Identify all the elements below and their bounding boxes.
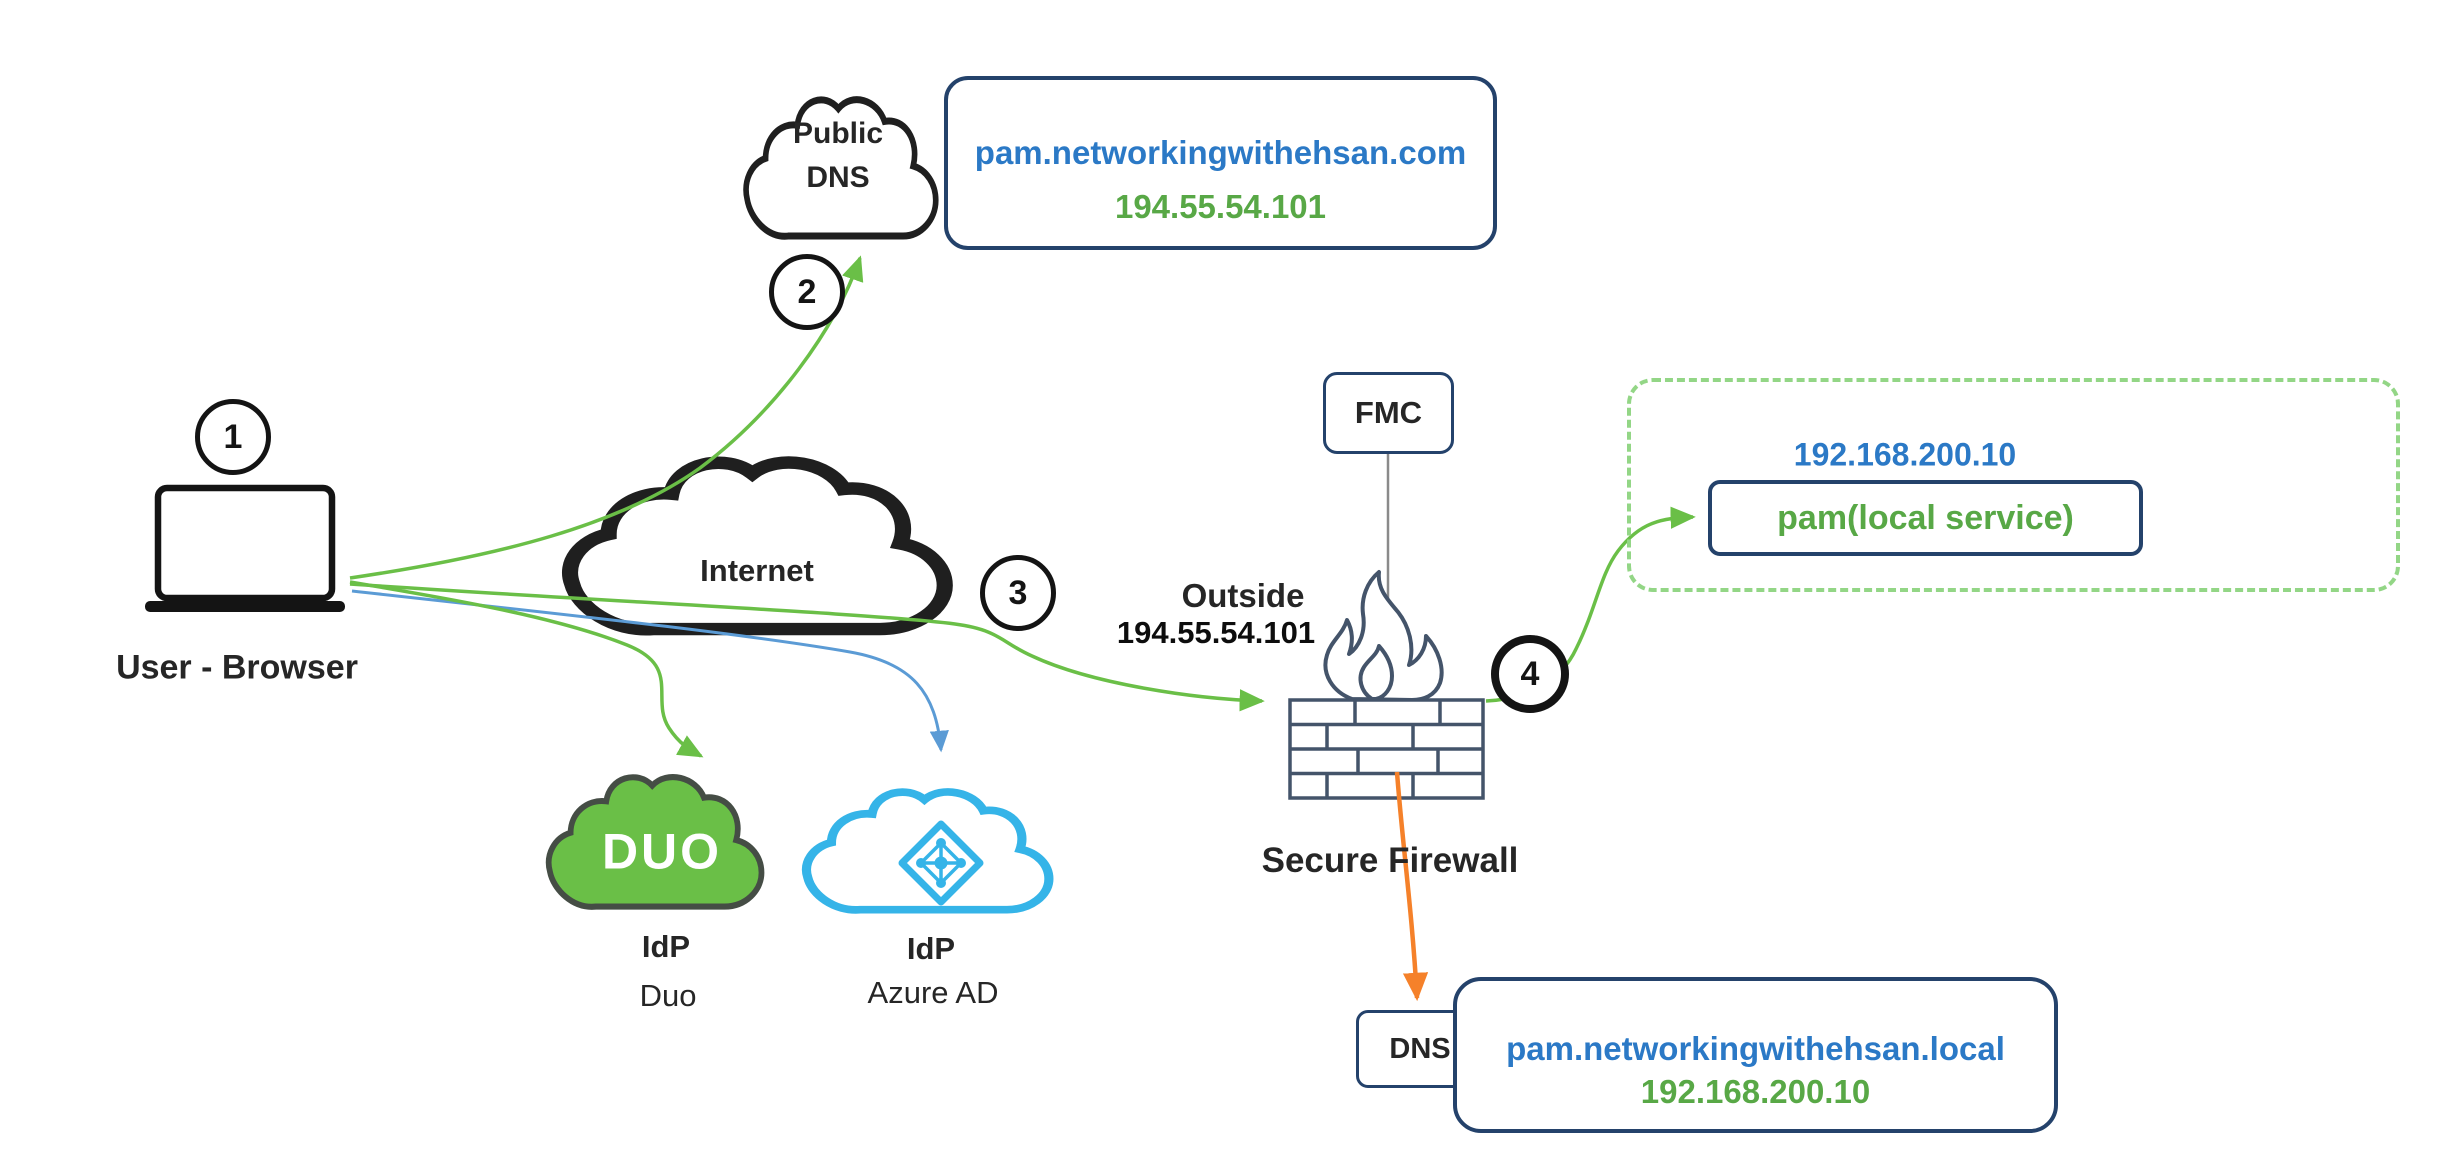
pam-service-box: pam(local service) — [1708, 480, 2143, 556]
step-number: 1 — [223, 417, 243, 456]
public-ip-text: 194.55.54.101 — [1114, 188, 1327, 225]
public-dns-label-line1: Public — [792, 117, 884, 150]
fmc-label: FMC — [1354, 395, 1423, 430]
public-dns-label-line2: DNS — [806, 161, 870, 194]
azure-name-label: Azure AD — [867, 975, 999, 1011]
dns-server-label: DNS — [1389, 1032, 1451, 1065]
firewall-brick-icon — [1288, 698, 1485, 800]
internal-domain-text: pam.networkingwithehsan.local — [1506, 1030, 2005, 1067]
arrow-firewall-to-dns — [1394, 771, 1429, 1002]
step-circle-4: 4 — [1491, 635, 1569, 713]
fmc-box: FMC — [1323, 372, 1454, 454]
public-dns-cloud-label: Public DNS — [793, 112, 883, 200]
internet-label: Internet — [700, 553, 814, 589]
secure-firewall-label: Secure Firewall — [1261, 840, 1519, 880]
azure-role-label: IdP — [906, 931, 956, 967]
arrow-user-to-duo — [349, 580, 704, 758]
public-domain-text: pam.networkingwithehsan.com — [974, 134, 1467, 171]
flame-icon — [1323, 570, 1444, 702]
step-circle-3: 3 — [980, 555, 1056, 631]
duo-role-label: IdP — [641, 929, 691, 965]
arrow-user-to-public-dns — [349, 255, 864, 580]
outside-interface-ip: 194.55.54.101 — [1116, 615, 1316, 651]
public-dns-record-box: pam.networkingwithehsan.com 194.55.54.10… — [944, 76, 1497, 250]
duo-name-label: Duo — [639, 978, 697, 1014]
step-number: 4 — [1520, 654, 1540, 693]
azure-ad-diamond-icon — [898, 820, 984, 906]
arrow-user-to-firewall — [349, 582, 1265, 712]
user-browser-label: User - Browser — [116, 648, 358, 687]
duo-logo: DUO — [601, 823, 723, 880]
internal-ip-text: 192.168.200.10 — [1640, 1073, 1871, 1110]
pam-service-ip: 192.168.200.10 — [1793, 436, 2017, 473]
internal-zone-dashed-box — [1627, 378, 2400, 592]
step-circle-1: 1 — [195, 399, 271, 475]
pam-service-label: pam(local service) — [1777, 498, 2074, 537]
internal-dns-record-box: pam.networkingwithehsan.local 192.168.20… — [1453, 977, 2058, 1133]
internet-cloud-icon — [570, 463, 945, 630]
step-number: 3 — [1008, 573, 1028, 612]
outside-interface-label: Outside — [1181, 577, 1305, 615]
step-circle-2: 2 — [769, 254, 845, 330]
arrow-user-to-azure — [351, 589, 949, 753]
laptop-icon — [145, 484, 345, 612]
step-number: 2 — [797, 272, 817, 311]
